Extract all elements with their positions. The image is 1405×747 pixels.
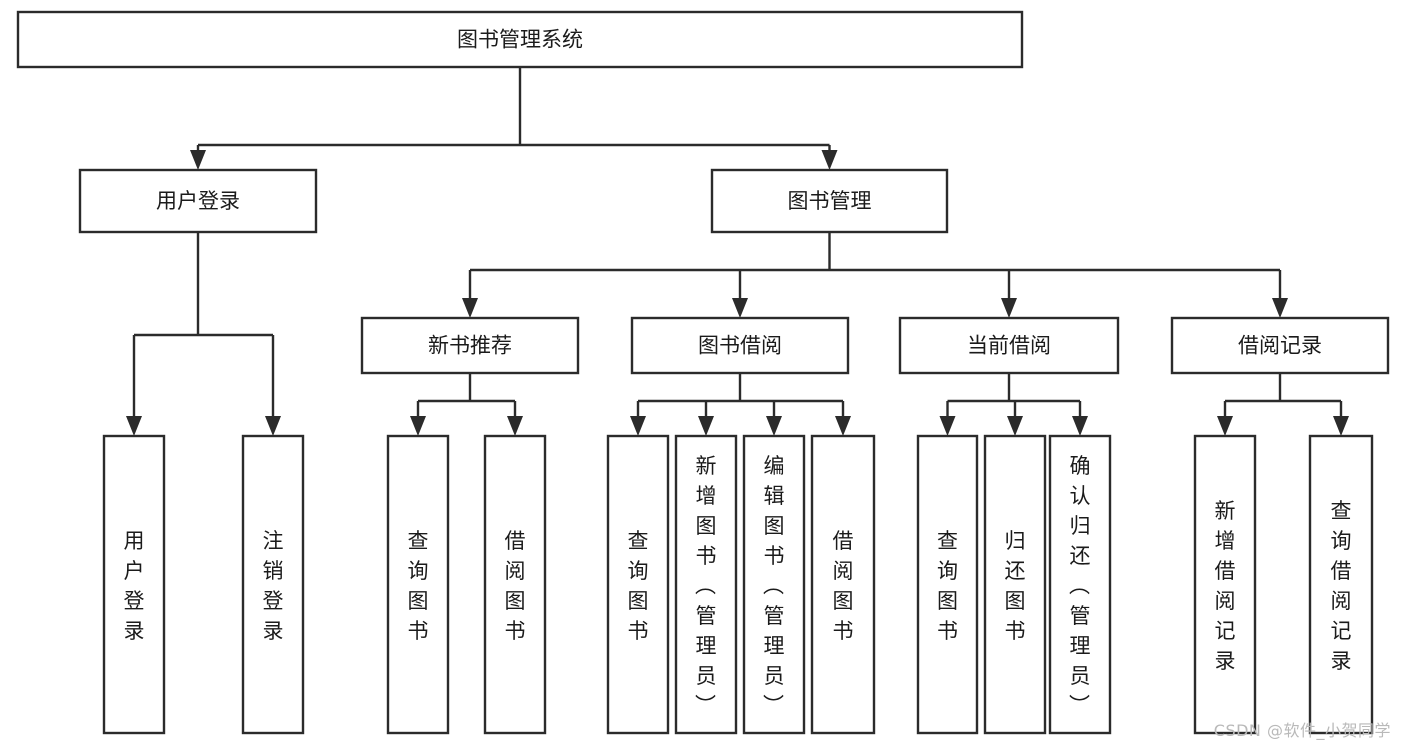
- leaf-node-查询图书[interactable]: 查询图书: [386, 434, 450, 735]
- node-label: 借阅图书: [505, 529, 526, 643]
- leaf-node-新增借阅记录[interactable]: 新增借阅记录: [1193, 434, 1257, 735]
- leaf-node-确认归还管理员[interactable]: 确认归还（管理员）: [1048, 434, 1112, 735]
- leaf-node-编辑图书管理员[interactable]: 编辑图书（管理员）: [742, 434, 806, 735]
- node-box[interactable]: [606, 434, 670, 735]
- level3-node-借阅记录[interactable]: 借阅记录: [1170, 316, 1390, 375]
- node-box[interactable]: [898, 316, 1120, 375]
- node-box[interactable]: [1170, 316, 1390, 375]
- leaf-node-借阅图书[interactable]: 借阅图书: [483, 434, 547, 735]
- node-box[interactable]: [983, 434, 1047, 735]
- node-box[interactable]: [16, 10, 1024, 69]
- node-label: 借阅记录: [1238, 334, 1322, 358]
- node-label: 用户登录: [156, 189, 240, 213]
- level3-node-新书推荐[interactable]: 新书推荐: [360, 316, 580, 375]
- node-box[interactable]: [78, 168, 318, 234]
- node-label: 用户登录: [124, 529, 145, 643]
- node-box[interactable]: [916, 434, 979, 735]
- node-box[interactable]: [674, 434, 738, 735]
- leaf-node-查询图书[interactable]: 查询图书: [606, 434, 670, 735]
- node-box[interactable]: [360, 316, 580, 375]
- node-label: 注销登录: [263, 529, 284, 643]
- node-box[interactable]: [742, 434, 806, 735]
- node-label: 图书管理: [788, 189, 872, 213]
- node-label: 当前借阅: [967, 334, 1051, 358]
- level2-node-用户登录[interactable]: 用户登录: [78, 168, 318, 234]
- leaf-node-查询借阅记录[interactable]: 查询借阅记录: [1308, 434, 1374, 735]
- node-label: 图书管理系统: [457, 28, 583, 52]
- node-box[interactable]: [102, 434, 166, 735]
- leaf-node-新增图书管理员[interactable]: 新增图书（管理员）: [674, 434, 738, 735]
- node-box[interactable]: [710, 168, 949, 234]
- leaf-node-归还图书[interactable]: 归还图书: [983, 434, 1047, 735]
- node-box[interactable]: [630, 316, 850, 375]
- node-box[interactable]: [386, 434, 450, 735]
- leaf-node-用户登录[interactable]: 用户登录: [102, 434, 166, 735]
- node-layer: 图书管理系统用户登录用户登录注销登录图书管理新书推荐查询图书借阅图书图书借阅查询…: [16, 10, 1390, 735]
- node-label: 归还图书: [1005, 529, 1026, 643]
- node-box[interactable]: [1048, 434, 1112, 735]
- node-box[interactable]: [483, 434, 547, 735]
- leaf-node-查询图书[interactable]: 查询图书: [916, 434, 979, 735]
- node-box[interactable]: [810, 434, 876, 735]
- node-label: 确认归还（管理员）: [1069, 454, 1091, 718]
- leaf-node-注销登录[interactable]: 注销登录: [241, 434, 305, 735]
- node-label: 新增借阅记录: [1215, 499, 1236, 673]
- level3-node-图书借阅[interactable]: 图书借阅: [630, 316, 850, 375]
- node-label: 新书推荐: [428, 334, 512, 358]
- node-label: 新增图书（管理员）: [695, 454, 717, 718]
- node-box[interactable]: [1193, 434, 1257, 735]
- level3-node-当前借阅[interactable]: 当前借阅: [898, 316, 1120, 375]
- node-label: 查询图书: [937, 529, 958, 643]
- node-box[interactable]: [241, 434, 305, 735]
- node-label: 图书借阅: [698, 334, 782, 358]
- root-node-图书管理系统[interactable]: 图书管理系统: [16, 10, 1024, 69]
- level2-node-图书管理[interactable]: 图书管理: [710, 168, 949, 234]
- node-box[interactable]: [1308, 434, 1374, 735]
- node-label: 查询借阅记录: [1331, 499, 1352, 673]
- connector-layer: [126, 67, 1349, 436]
- node-label: 编辑图书（管理员）: [763, 454, 785, 718]
- node-label: 借阅图书: [833, 529, 854, 643]
- node-label: 查询图书: [408, 529, 429, 643]
- node-label: 查询图书: [628, 529, 649, 643]
- leaf-node-借阅图书[interactable]: 借阅图书: [810, 434, 876, 735]
